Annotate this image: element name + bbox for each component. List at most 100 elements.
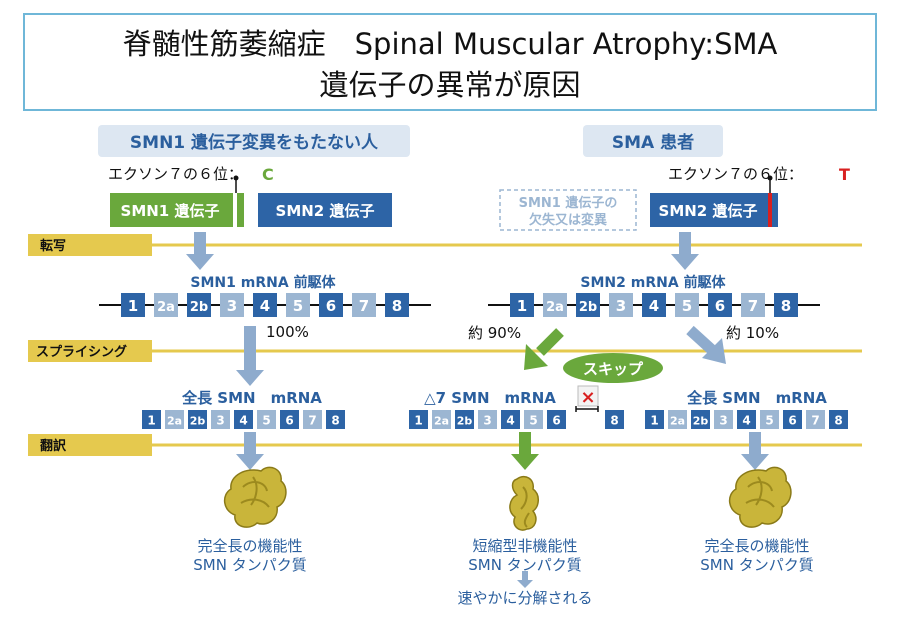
exon-label: 2a: [167, 415, 182, 428]
exon-label: 2b: [693, 415, 709, 428]
arrow-right-translation: [741, 432, 769, 470]
exon-box: [121, 293, 145, 317]
exon-box: [605, 410, 624, 429]
arrow-right-transcription: [671, 232, 699, 270]
exon-label: 8: [331, 414, 339, 428]
exon-box: [303, 410, 322, 429]
exon-box: [510, 293, 534, 317]
exon-label: 5: [293, 297, 303, 315]
exon-box: [142, 410, 161, 429]
exon-box: [257, 410, 276, 429]
exon-label: 7: [748, 297, 758, 315]
exon-label: 2b: [190, 415, 206, 428]
exon-label: 6: [285, 414, 293, 428]
exon-label: 2b: [190, 300, 208, 315]
exon-box: [165, 410, 184, 429]
right-precursor: SMN2 mRNA 前駆体: [580, 274, 726, 291]
exon-label: 7: [811, 414, 819, 428]
left-protein-image: [223, 466, 287, 528]
exon-box: [741, 293, 765, 317]
skip-x-icon: ×: [580, 387, 595, 408]
exon-box: [737, 410, 756, 429]
exon-label: 8: [610, 414, 618, 428]
right-exon-base: T: [839, 165, 850, 184]
exon-box: [188, 410, 207, 429]
exon-label: 4: [742, 414, 750, 428]
exon-label: 7: [308, 414, 316, 428]
exon-box: [187, 293, 211, 317]
exon-box: [280, 410, 299, 429]
title-box: [23, 13, 877, 111]
exon-label: 6: [715, 297, 725, 315]
exon-box: [609, 293, 633, 317]
right-header-box: [583, 125, 723, 157]
right-protein-image: [728, 466, 792, 528]
splicing-label: スプライシング: [36, 344, 127, 360]
right-missing-gene-1: SMN1 遺伝子の: [519, 195, 618, 211]
exon-label: 1: [414, 414, 422, 428]
exon-label: 2a: [157, 300, 175, 315]
exon-box: [524, 410, 543, 429]
exon-label: 1: [128, 297, 138, 315]
exon-box: [806, 410, 825, 429]
right-pointer-dot: [767, 175, 773, 181]
right-smn2-marker: [768, 193, 772, 227]
skip-badge: [563, 353, 663, 383]
exon-box: [385, 293, 409, 317]
exon-box: [326, 410, 345, 429]
right-mrna: 全長 SMN mRNA: [686, 389, 827, 407]
exon-label: 6: [788, 414, 796, 428]
right-percent-skip: 約 90%: [468, 324, 521, 342]
exon-box: [455, 410, 474, 429]
right-percent-full: 約 10%: [726, 324, 779, 342]
left-exon-label: エクソン７の６位：: [108, 165, 243, 183]
left-exon-base: C: [262, 165, 274, 184]
skip-gap-bracket: [575, 406, 599, 412]
exon-label: 2a: [434, 415, 449, 428]
exon-box: [774, 293, 798, 317]
left-protein-line1: 完全長の機能性: [197, 537, 302, 555]
exon-box: [409, 410, 428, 429]
exon-box: [319, 293, 343, 317]
exon-label: 3: [227, 297, 237, 315]
arrow-left-transcription: [186, 232, 214, 270]
arrow-right-skip: [524, 328, 564, 370]
right-missing-gene-box: [499, 189, 637, 231]
exon-box: [211, 410, 230, 429]
arrow-degrade: [517, 571, 533, 588]
exon-box: [547, 410, 566, 429]
exon-label: 2b: [457, 415, 473, 428]
right-protein-line1: 完全長の機能性: [704, 537, 809, 555]
skip-label: スキップ: [583, 360, 644, 378]
exon-label: 5: [682, 297, 692, 315]
right-smn2-gene: SMN2 遺伝子: [659, 202, 758, 220]
exon-box: [543, 293, 567, 317]
left-smn1-gene: SMN1 遺伝子: [121, 202, 220, 220]
splicing-tag: [28, 340, 152, 362]
exon-box: [286, 293, 310, 317]
right-exon-label: エクソン７の６位：: [668, 165, 803, 183]
delta7-mrna: △7 SMN mRNA: [424, 389, 556, 407]
exon-label: 2a: [670, 415, 685, 428]
exon-box: [432, 410, 451, 429]
middle-protein-image: [509, 475, 539, 531]
translation-label: 翻訳: [40, 438, 67, 454]
exon-box: [234, 410, 253, 429]
arrow-left-splicing: [236, 326, 264, 386]
title-line2: 遺伝子の異常が原因: [319, 68, 580, 102]
exon-box: [829, 410, 848, 429]
left-pointer-dot: [233, 175, 239, 181]
left-precursor: SMN1 mRNA 前駆体: [190, 274, 336, 291]
exon-box: [668, 410, 687, 429]
exon-box: [501, 410, 520, 429]
exon-label: 3: [719, 414, 727, 428]
left-protein-line2: SMN タンパク質: [193, 556, 306, 574]
skip-x-box: [577, 385, 599, 407]
left-header: SMN1 遺伝子変異をもたない人: [130, 132, 379, 153]
left-smn2-gene-box: [258, 193, 392, 227]
